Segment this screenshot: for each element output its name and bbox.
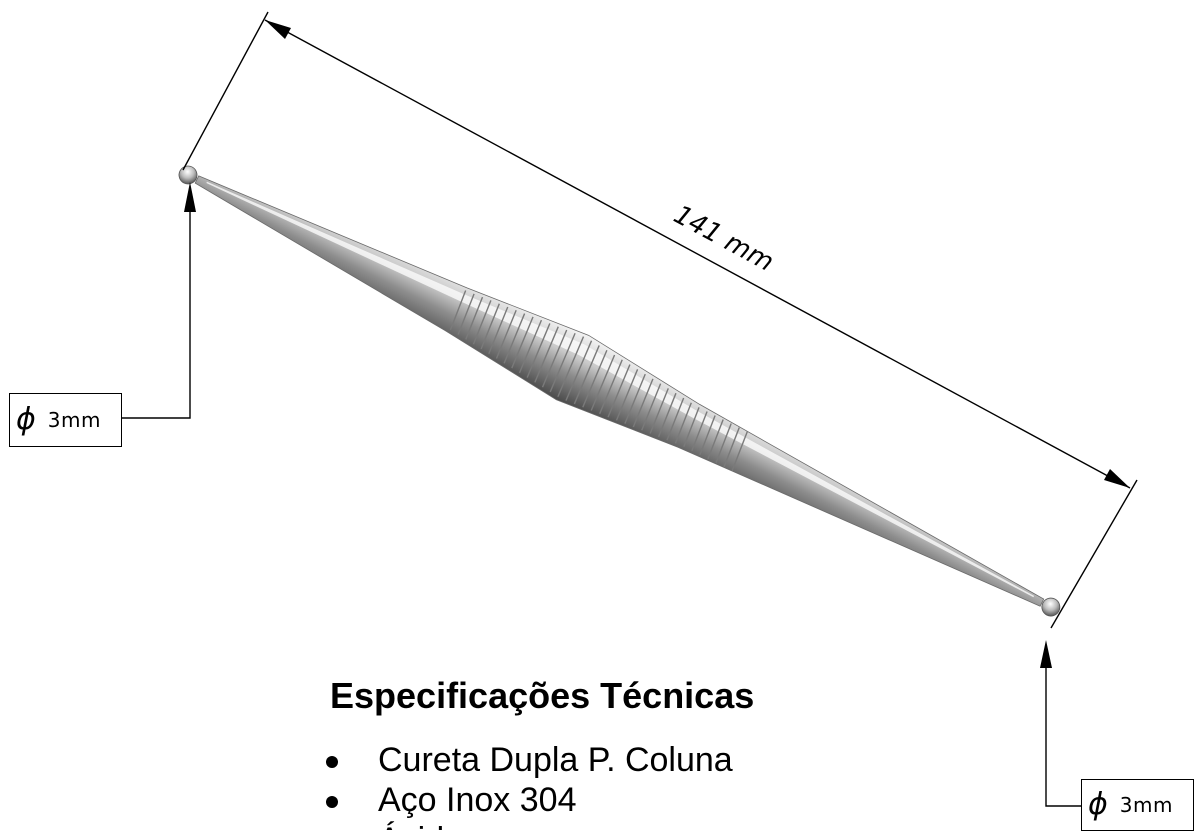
list-item: Ácido bbox=[320, 820, 733, 830]
left-leader-line bbox=[122, 210, 191, 419]
list-item: Aço Inox 304 bbox=[320, 780, 733, 820]
grip-ridge bbox=[657, 392, 677, 438]
grip-ridge bbox=[615, 369, 639, 421]
specs-title: Especificações Técnicas bbox=[330, 675, 755, 716]
length-label: 141 mm bbox=[669, 200, 779, 278]
grip-ridge bbox=[457, 293, 475, 335]
right-diameter-leader bbox=[1040, 640, 1081, 807]
length-dimension bbox=[182, 11, 1138, 629]
grip-ridge bbox=[565, 340, 593, 401]
grip-ridge bbox=[465, 296, 484, 340]
extension-line-left bbox=[182, 11, 269, 171]
diameter-symbol: ϕ bbox=[1088, 787, 1108, 822]
grip-ridge bbox=[683, 407, 700, 448]
grip-ridge bbox=[632, 378, 654, 428]
grip-ridge bbox=[480, 303, 500, 350]
grip-ridge bbox=[549, 333, 576, 393]
grip-ridge bbox=[715, 423, 732, 464]
right-ball-tip bbox=[1041, 597, 1061, 617]
left-leader-arrow bbox=[184, 182, 196, 212]
grip-ridge bbox=[495, 310, 517, 359]
grip-ridge bbox=[607, 364, 631, 418]
grip-ridge bbox=[449, 290, 467, 331]
grip-ridge bbox=[624, 373, 646, 424]
specs-list: Cureta Dupla P. Coluna Aço Inox 304 Ácid… bbox=[320, 740, 733, 830]
grip-ridge bbox=[590, 354, 616, 411]
grip-ridge bbox=[511, 316, 534, 369]
diameter-symbol: ϕ bbox=[16, 402, 36, 437]
grip-ridge bbox=[699, 415, 716, 456]
grip-ridge bbox=[518, 319, 543, 374]
grip-ridge bbox=[723, 427, 740, 468]
extension-line-right bbox=[1050, 479, 1138, 629]
dimension-arrow-right bbox=[1104, 469, 1130, 488]
grip-ridge bbox=[557, 336, 585, 397]
left-diameter-leader bbox=[122, 182, 196, 419]
list-item: Cureta Dupla P. Coluna bbox=[320, 740, 733, 780]
grip-ridge bbox=[731, 431, 748, 472]
left-ball-tip bbox=[178, 165, 198, 185]
curette-instrument bbox=[178, 165, 1061, 617]
dimension-line bbox=[264, 19, 1131, 489]
right-leader-arrow bbox=[1040, 640, 1052, 668]
grip-ridge bbox=[503, 313, 526, 364]
left-diameter-box: ϕ 3mm bbox=[9, 393, 122, 447]
right-diameter-box: ϕ 3mm bbox=[1081, 779, 1194, 831]
grip-ridge bbox=[707, 419, 724, 460]
grip-ridge bbox=[691, 411, 708, 452]
left-diameter-value: 3mm bbox=[47, 408, 101, 432]
dimension-arrow-left bbox=[265, 20, 291, 39]
grip-ridge bbox=[573, 345, 600, 405]
right-diameter-value: 3mm bbox=[1119, 793, 1173, 817]
grip-ridge bbox=[488, 306, 509, 355]
grip-ridge bbox=[582, 349, 608, 408]
grip-ridge bbox=[534, 326, 559, 383]
grip-ridge bbox=[472, 300, 492, 345]
grip-ridge bbox=[666, 397, 685, 441]
grip-ridge bbox=[526, 323, 551, 378]
right-leader-line bbox=[1045, 668, 1081, 807]
knurled-grip bbox=[449, 290, 748, 472]
grip-ridge bbox=[649, 388, 669, 434]
grip-ridge bbox=[598, 359, 623, 415]
grip-ridge bbox=[674, 402, 692, 444]
grip-ridge bbox=[541, 329, 568, 388]
grip-ridge bbox=[641, 383, 662, 431]
